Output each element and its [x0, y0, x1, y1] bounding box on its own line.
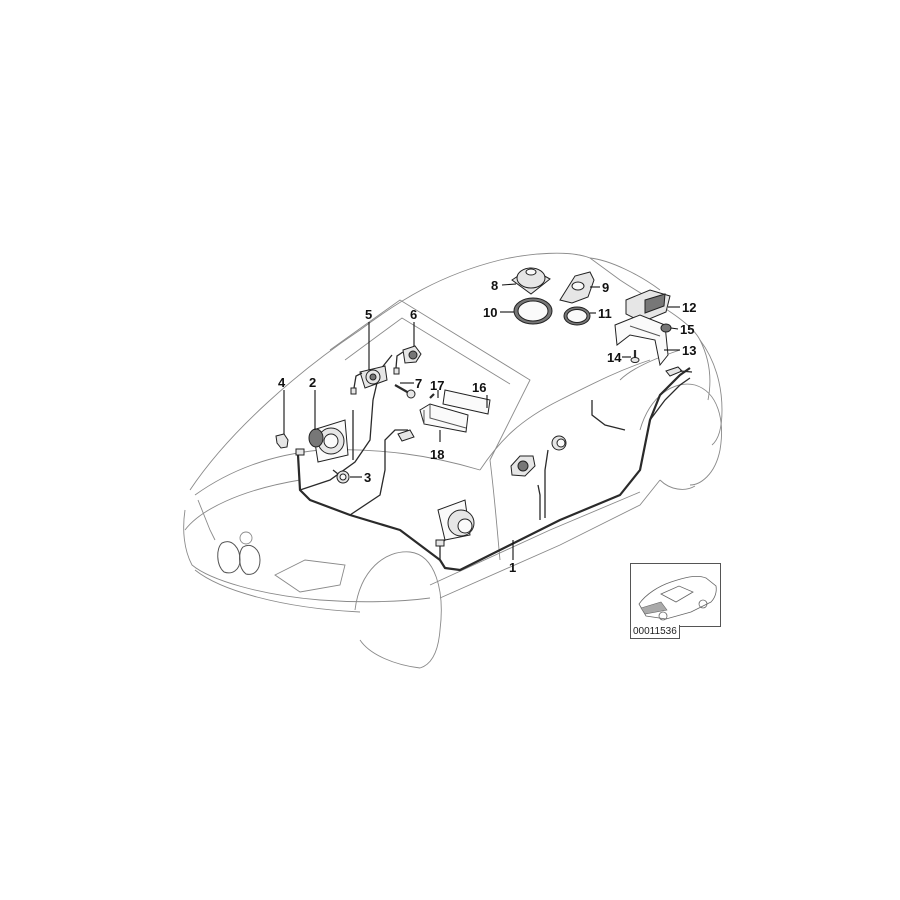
- callout-3[interactable]: 3: [364, 470, 371, 485]
- callout-13[interactable]: 13: [682, 343, 696, 358]
- part-9-speaker-bracket[interactable]: [559, 271, 595, 304]
- part-4-clip[interactable]: [275, 433, 305, 456]
- part-13-bracket[interactable]: [614, 314, 669, 367]
- callout-5[interactable]: 5: [365, 307, 372, 322]
- part-7-screw[interactable]: [394, 384, 416, 399]
- reference-thumbnail: [630, 563, 721, 627]
- part-14-screw[interactable]: [630, 350, 640, 363]
- part-16-panel[interactable]: [442, 389, 491, 415]
- callout-8[interactable]: 8: [491, 278, 498, 293]
- reference-image-id: 00011536: [630, 625, 680, 639]
- part-5-tweeter[interactable]: [350, 365, 388, 395]
- door-speaker-rear[interactable]: [510, 435, 567, 477]
- callout-7[interactable]: 7: [415, 376, 422, 391]
- callout-17[interactable]: 17: [430, 378, 444, 393]
- callout-16[interactable]: 16: [472, 380, 486, 395]
- callout-6[interactable]: 6: [410, 307, 417, 322]
- callout-labels: 1 2 3 4 5 6 7 8 9 10 11 12 13 14 15 16 1…: [278, 278, 696, 575]
- part-3-grommet[interactable]: [332, 469, 350, 484]
- leader-lines: [283, 283, 680, 560]
- callout-18[interactable]: 18: [430, 447, 444, 462]
- callout-10[interactable]: 10: [483, 305, 497, 320]
- callout-4[interactable]: 4: [278, 375, 286, 390]
- part-8-speaker-dome[interactable]: [511, 267, 551, 295]
- callout-12[interactable]: 12: [682, 300, 696, 315]
- part-2-front-speaker[interactable]: [308, 419, 349, 463]
- part-15-nut[interactable]: [660, 323, 672, 333]
- callout-11[interactable]: 11: [598, 306, 612, 321]
- callout-1[interactable]: 1: [509, 560, 516, 575]
- connector-block: [397, 429, 415, 442]
- part-12-amplifier[interactable]: [625, 289, 671, 323]
- rear-connectors: [665, 366, 693, 377]
- callout-14[interactable]: 14: [607, 350, 622, 365]
- wiring-harness: [296, 354, 691, 572]
- callout-2[interactable]: 2: [309, 375, 316, 390]
- door-speaker-front[interactable]: [435, 499, 475, 547]
- callout-15[interactable]: 15: [680, 322, 694, 337]
- part-6-tweeter[interactable]: [393, 345, 422, 375]
- callout-9[interactable]: 9: [602, 280, 609, 295]
- part-17-pin[interactable]: [429, 393, 435, 399]
- part-18-holder[interactable]: [419, 403, 469, 433]
- part-11-ring[interactable]: [563, 306, 591, 326]
- reference-car-icon: [638, 575, 717, 621]
- part-10-seal-ring[interactable]: [513, 297, 553, 325]
